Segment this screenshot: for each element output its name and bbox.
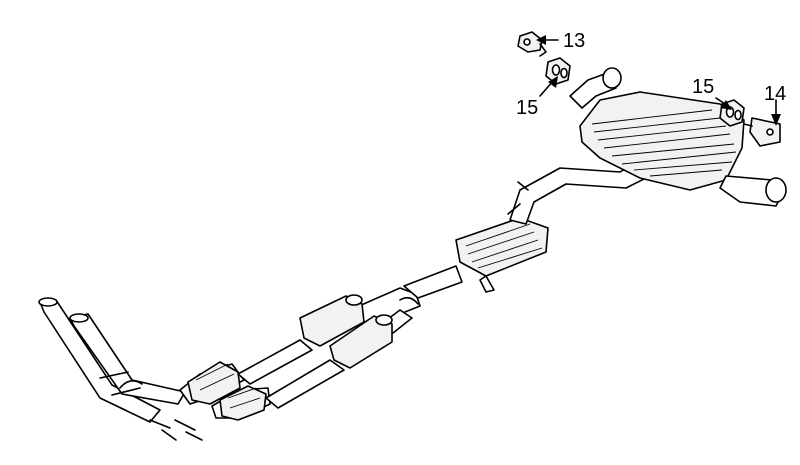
callout-15-left: 15 (516, 97, 538, 119)
callout-15-right: 15 (692, 76, 714, 98)
callout-arrows (536, 35, 781, 126)
front-down-pipes (38, 297, 203, 441)
insulator-part-15-left (545, 57, 571, 85)
callout-13: 13 (563, 30, 585, 52)
callout-14: 14 (764, 83, 786, 105)
hanger-part-13 (517, 31, 547, 57)
catalytic-converters (179, 361, 271, 421)
resonators (299, 294, 393, 369)
center-muffler (455, 217, 549, 293)
rear-muffler (569, 67, 787, 207)
